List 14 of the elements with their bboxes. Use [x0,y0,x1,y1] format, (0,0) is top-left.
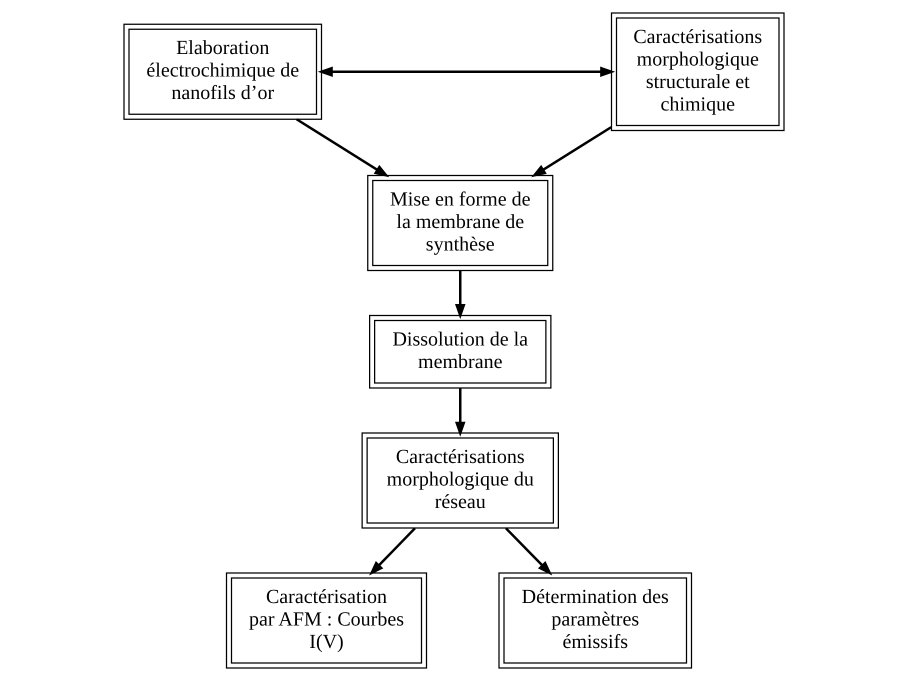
arrow [295,118,389,178]
node-box: Détermination des paramètres émissifs [498,572,692,669]
arrow [504,527,552,576]
arrow [454,388,466,437]
node-box: Caractérisations morphologique structurale et chimique [610,12,784,132]
arrow [317,66,615,78]
node-box: Elaboration électrochimique de nanofils d’or [122,24,322,120]
arrow [454,270,466,320]
node-box: Caractérisations morphologique du réseau [361,432,558,529]
node-box: Mise en forme de la membrane de synthèse [366,174,553,272]
node-box: Caractérisation par AFM : Courbes I(V) [225,572,427,669]
arrow [530,126,612,178]
arrow [368,527,416,576]
node-box: Dissolution de la membrane [368,314,551,389]
